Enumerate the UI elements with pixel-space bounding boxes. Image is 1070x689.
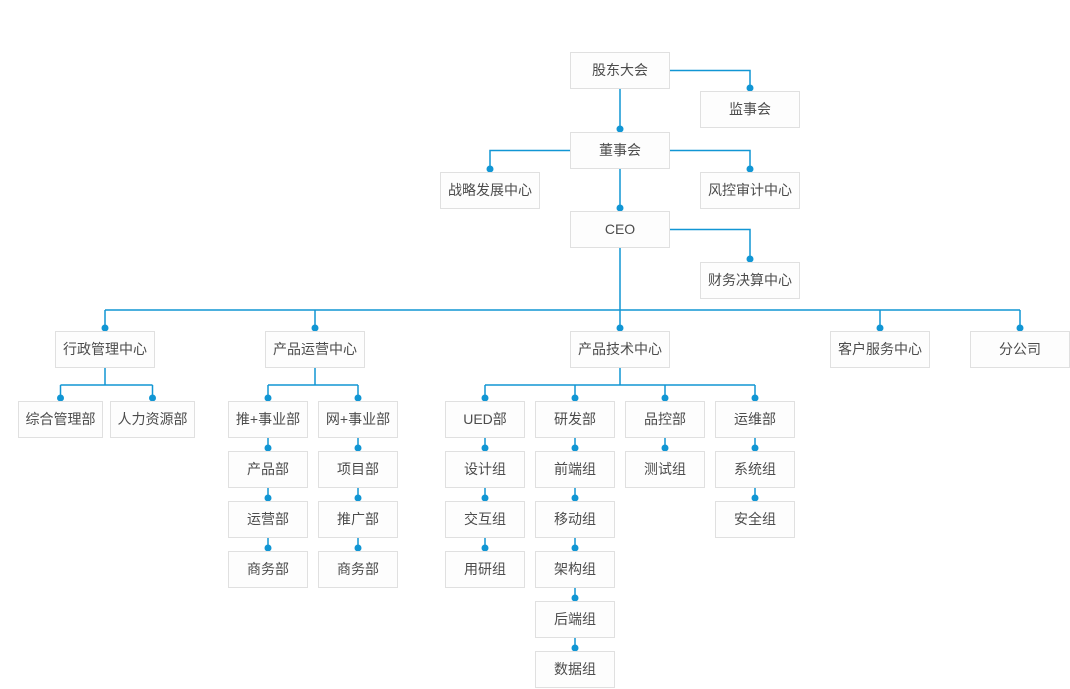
node-qc-dept: 品控部 [625, 401, 705, 438]
node-operations-dept: 运营部 [228, 501, 308, 538]
node-branch-company: 分公司 [970, 331, 1070, 368]
node-design-team: 设计组 [445, 451, 525, 488]
node-user-research-team: 用研组 [445, 551, 525, 588]
node-board-of-directors: 董事会 [570, 132, 670, 169]
node-promotion-dept: 推广部 [318, 501, 398, 538]
node-business-dept-wang: 商务部 [318, 551, 398, 588]
node-strategy-center: 战略发展中心 [440, 172, 540, 209]
node-mobile-team: 移动组 [535, 501, 615, 538]
node-supervisory-board: 监事会 [700, 91, 800, 128]
connector-wires [59, 69, 1021, 649]
node-general-mgmt-dept: 综合管理部 [18, 401, 103, 438]
node-finance-center: 财务决算中心 [700, 262, 800, 299]
connector-dots [57, 84, 1024, 652]
node-architecture-team: 架构组 [535, 551, 615, 588]
node-admin-center: 行政管理中心 [55, 331, 155, 368]
node-interaction-team: 交互组 [445, 501, 525, 538]
node-ued-dept: UED部 [445, 401, 525, 438]
node-risk-audit-center: 风控审计中心 [700, 172, 800, 209]
node-frontend-team: 前端组 [535, 451, 615, 488]
node-product-dept: 产品部 [228, 451, 308, 488]
node-project-dept: 项目部 [318, 451, 398, 488]
node-business-dept-tui: 商务部 [228, 551, 308, 588]
node-wang-division: 网+事业部 [318, 401, 398, 438]
node-data-team: 数据组 [535, 651, 615, 688]
node-ops-maintenance-dept: 运维部 [715, 401, 795, 438]
node-system-team: 系统组 [715, 451, 795, 488]
node-product-tech-center: 产品技术中心 [570, 331, 670, 368]
node-product-ops-center: 产品运营中心 [265, 331, 365, 368]
node-testing-team: 测试组 [625, 451, 705, 488]
node-tui-division: 推+事业部 [228, 401, 308, 438]
node-security-team: 安全组 [715, 501, 795, 538]
node-shareholders: 股东大会 [570, 52, 670, 89]
node-rnd-dept: 研发部 [535, 401, 615, 438]
node-customer-service-center: 客户服务中心 [830, 331, 930, 368]
node-backend-team: 后端组 [535, 601, 615, 638]
node-hr-dept: 人力资源部 [110, 401, 195, 438]
node-ceo: CEO [570, 211, 670, 248]
